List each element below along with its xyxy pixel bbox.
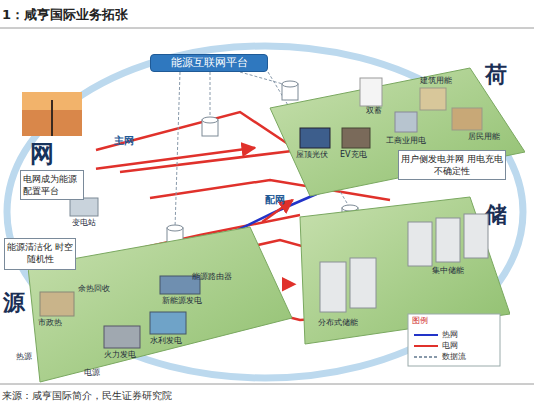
house-icon — [452, 108, 482, 130]
legend-text: 热网 — [442, 330, 458, 340]
part-label: 分布式储能 — [318, 318, 358, 328]
callout-box: 网电网成为能源配置平台 — [18, 140, 96, 208]
platform-box: 能源互联网平台 — [150, 54, 268, 72]
dual-storage-unit — [360, 78, 382, 106]
storage-cabinet — [408, 222, 432, 266]
node-text: 能源清洁化 时空随机性 — [7, 241, 73, 265]
part-label: EV充电 — [340, 150, 367, 160]
cylinder-top — [167, 225, 183, 231]
part-label: 电源 — [84, 368, 100, 378]
factory-icon — [395, 112, 417, 132]
rooftop-pv — [300, 128, 330, 148]
part-label: 工商业用电 — [386, 136, 426, 146]
figure-caption: 来源：咸亨国际简介，民生证券研究院 — [2, 389, 172, 403]
cylinder-top — [202, 117, 218, 123]
edge-label: 配网 — [265, 194, 285, 206]
thermal-icon — [104, 326, 140, 348]
callout-box: 用户侧发电并网 用电充电不确定性 — [398, 150, 506, 180]
title-rule — [0, 28, 534, 29]
legend-sample — [414, 331, 438, 339]
legend-title: 图例 — [412, 316, 428, 326]
part-label: 市政热 — [38, 318, 62, 328]
part-label: 火力发电 — [104, 350, 136, 360]
legend-text: 电网 — [442, 341, 458, 351]
hydro-icon — [150, 312, 186, 334]
caption-rule — [0, 384, 534, 385]
legend-box — [408, 314, 500, 366]
edge-label: 主网 — [114, 135, 134, 147]
municipal-heat-icon — [40, 292, 74, 316]
part-label: 屋顶光伏 — [296, 150, 328, 160]
part-label: 居民用能 — [468, 132, 500, 142]
node-text: 电网成为能源配置平台 — [20, 170, 84, 200]
storage-cabinet — [350, 258, 376, 308]
node-text: 用户侧发电并网 用电充电不确定性 — [401, 153, 503, 177]
building-icon — [420, 88, 446, 110]
plane-polygon — [300, 197, 510, 344]
part-label: 水利发电 — [150, 336, 182, 346]
storage-cabinet — [320, 262, 346, 312]
legend-text: 数据流 — [442, 352, 466, 362]
grid-photo — [22, 92, 82, 136]
legend-sample — [414, 342, 438, 350]
data-flow — [210, 72, 211, 120]
node-heading: 网 — [30, 140, 54, 168]
part-label: 集中储能 — [432, 266, 464, 276]
part-label: 余热回收 — [78, 284, 110, 294]
ev-charger — [342, 128, 370, 148]
plane-polygon — [270, 68, 525, 196]
plane-heading: 源 — [3, 290, 25, 316]
node-text: 能源互联网平台 — [151, 55, 267, 71]
plane-heading: 储 — [485, 202, 507, 228]
platform-plane: 荷用户侧发电并网 用电充电不确定性 — [255, 60, 525, 200]
data-flow — [175, 72, 180, 228]
legend-line — [414, 334, 438, 336]
part-label: 能源路由器 — [192, 272, 232, 282]
substation-icon — [70, 198, 98, 216]
part-label: 热源 — [16, 352, 32, 362]
callout-box: 能源清洁化 时空随机性 — [4, 238, 76, 270]
storage-cabinet — [436, 218, 460, 262]
legend-line — [414, 356, 438, 358]
part-label: 双蓄 — [366, 106, 382, 116]
figure-title: 1：咸亨国际业务拓张 — [2, 6, 128, 24]
legend-sample — [414, 353, 438, 361]
part-label: 变电站 — [72, 218, 96, 228]
power-connector — [96, 148, 255, 169]
power-tower — [51, 100, 53, 136]
part-label: 建筑用能 — [420, 76, 452, 86]
legend-line — [414, 345, 438, 347]
part-label: 新能源发电 — [162, 296, 202, 306]
plane-heading: 荷 — [485, 62, 507, 88]
storage-cabinet — [464, 214, 488, 258]
cylinder-top — [282, 81, 298, 87]
